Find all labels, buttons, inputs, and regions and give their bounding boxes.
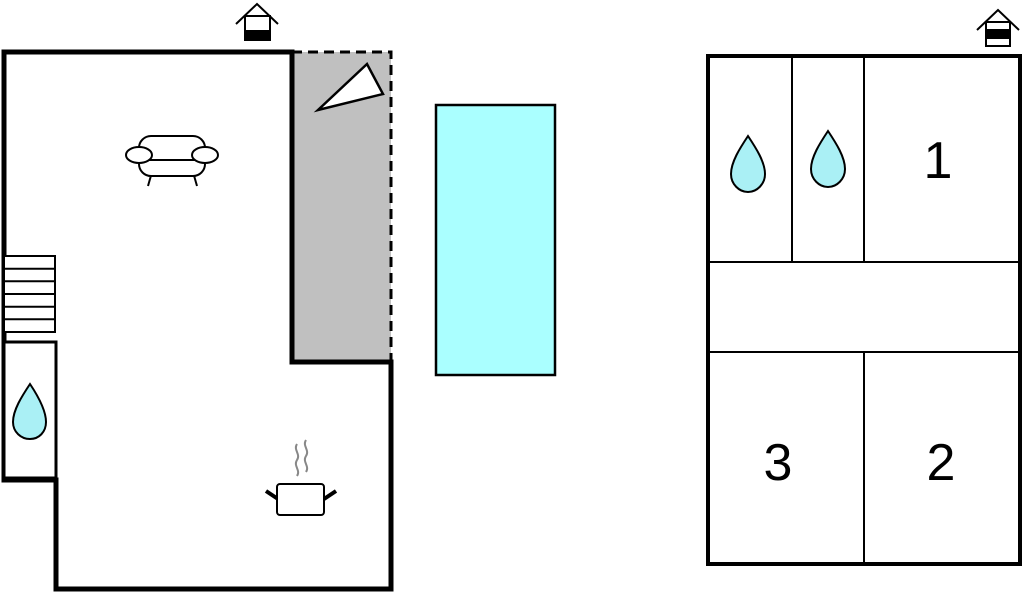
water-drop-icon [809, 129, 847, 189]
room-label-1: 1 [924, 132, 953, 190]
entrance-icon [235, 2, 279, 41]
terrace-dashed-edge [292, 50, 393, 362]
kitchen-icon [264, 439, 338, 516]
swimming-pool [434, 103, 557, 377]
room-label-2: 2 [927, 434, 956, 492]
ground-floor-walls [1, 49, 394, 592]
room-label-3: 3 [764, 434, 793, 492]
terrace-lounger-icon [313, 61, 385, 113]
entrance-icon [976, 8, 1020, 47]
stairs-icon [3, 255, 56, 333]
ground-floor [1, 2, 394, 592]
sofa-icon [125, 135, 219, 187]
water-drop-icon [11, 382, 48, 441]
water-drop-icon [729, 134, 767, 194]
upper-floor [706, 8, 1022, 566]
